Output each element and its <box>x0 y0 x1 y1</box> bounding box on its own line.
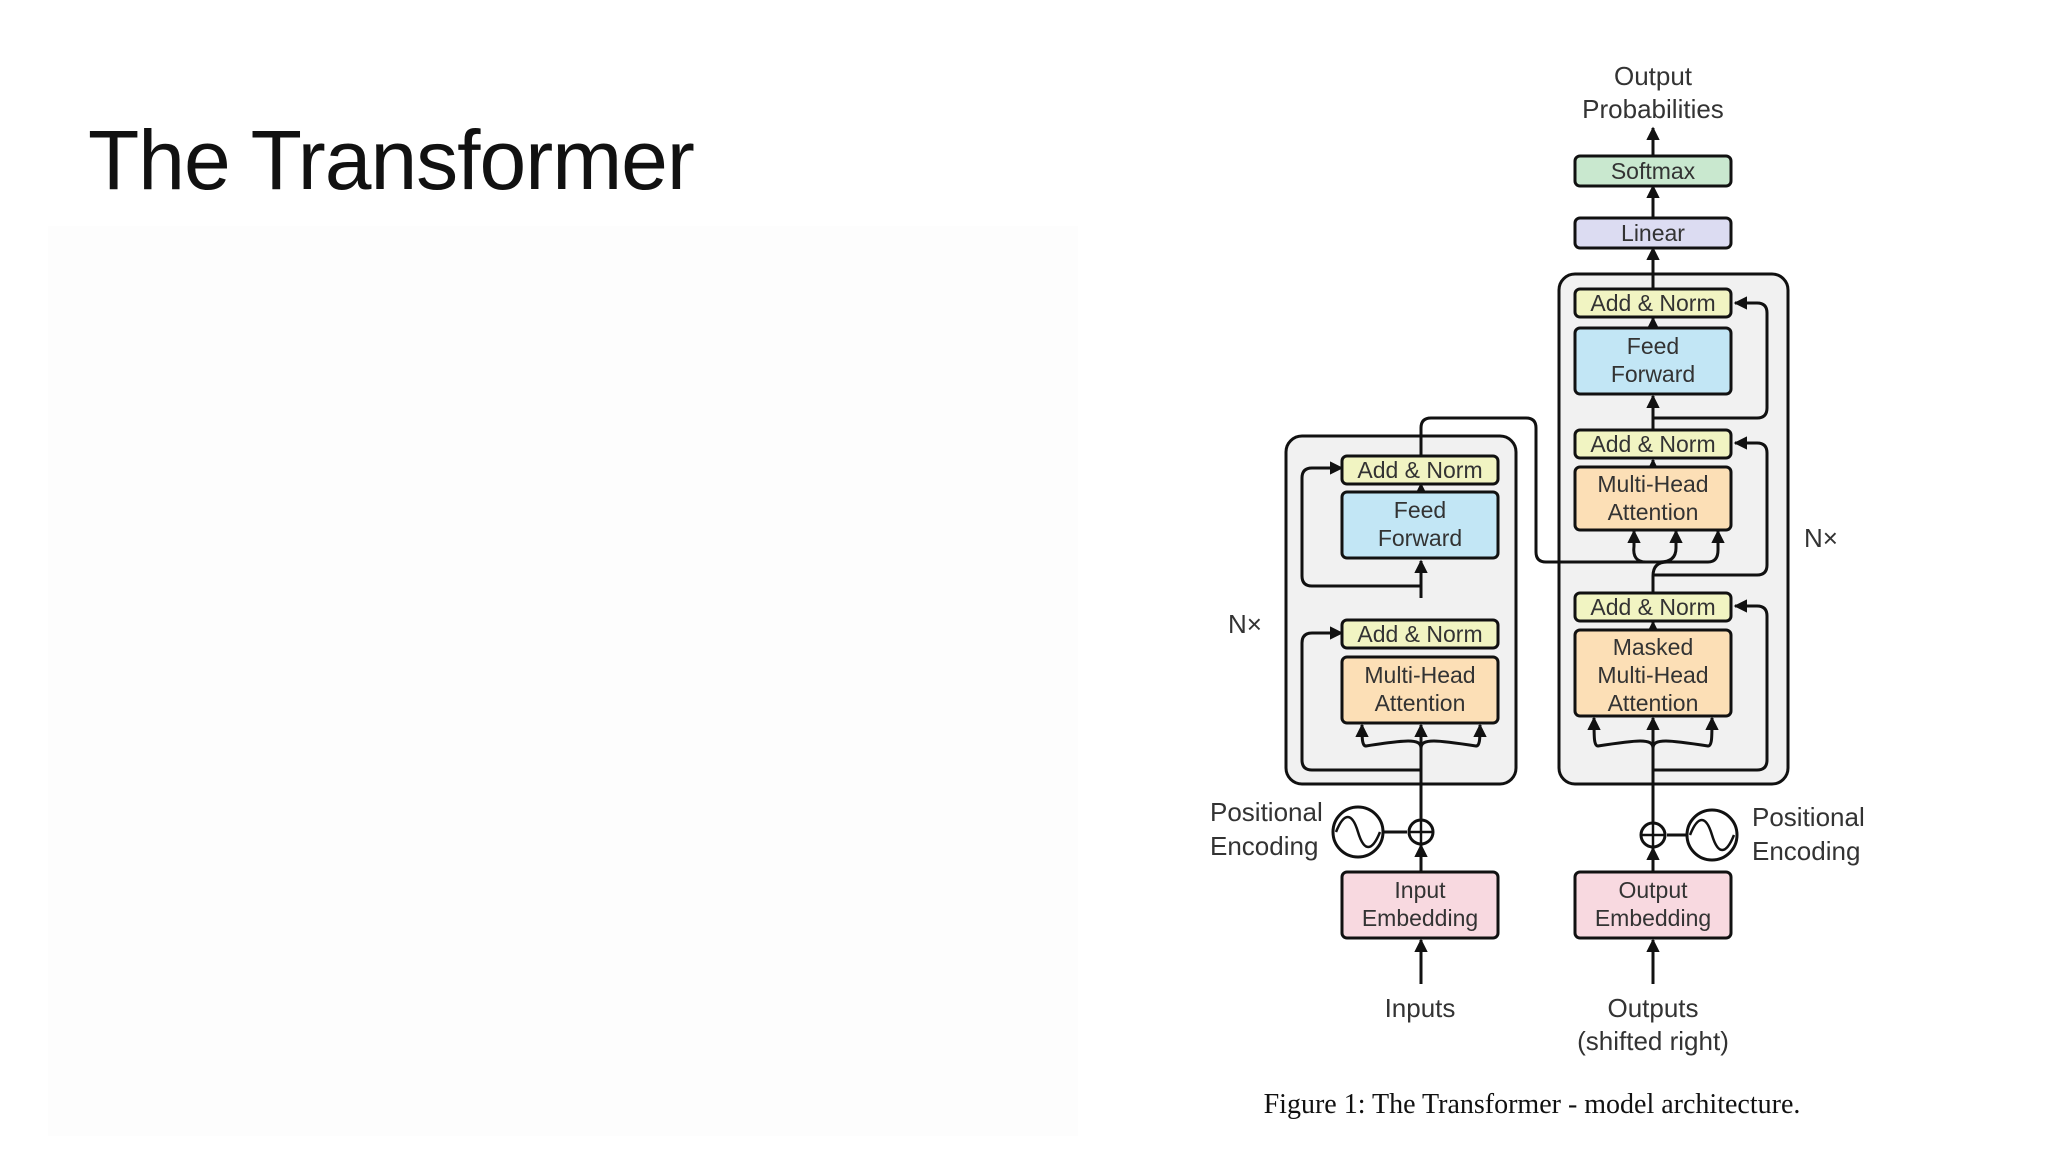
decoder-cross-attention: Multi-Head Attention <box>1573 465 1733 532</box>
svg-text:Multi-Head: Multi-Head <box>1597 662 1708 688</box>
encoder-add-norm-top: Add & Norm <box>1340 454 1500 486</box>
decoder-add-node <box>1639 821 1667 849</box>
decoder-feed-forward: Feed Forward <box>1573 326 1733 396</box>
output-probabilities-label: Probabilities <box>1582 94 1724 124</box>
encoder-add-norm-bottom: Add & Norm <box>1340 618 1500 650</box>
encoder-feed-forward: Feed Forward <box>1340 490 1500 560</box>
content-panel <box>48 226 1078 1136</box>
positional-encoding-right-label: Encoding <box>1752 836 1860 866</box>
decoder-repeat-label: N× <box>1804 523 1838 553</box>
svg-text:Attention: Attention <box>1608 690 1699 716</box>
slide-title: The Transformer <box>88 113 695 207</box>
svg-text:Add & Norm: Add & Norm <box>1590 431 1715 457</box>
svg-text:Attention: Attention <box>1608 499 1699 525</box>
decoder-add-norm-bottom: Add & Norm <box>1573 591 1733 623</box>
svg-text:Feed: Feed <box>1627 333 1679 359</box>
svg-text:Multi-Head: Multi-Head <box>1364 662 1475 688</box>
output-embedding: Output Embedding <box>1573 870 1733 940</box>
output-probabilities-label: Output <box>1614 61 1693 91</box>
svg-text:Attention: Attention <box>1375 690 1466 716</box>
svg-text:Input: Input <box>1394 877 1446 903</box>
decoder-masked-attention: Masked Multi-Head Attention <box>1573 628 1733 718</box>
input-embedding: Input Embedding <box>1340 870 1500 940</box>
figure-caption: Figure 1: The Transformer - model archit… <box>1264 1089 1801 1120</box>
svg-text:Feed: Feed <box>1394 497 1446 523</box>
svg-text:Embedding: Embedding <box>1362 905 1478 931</box>
decoder-add-norm-top: Add & Norm <box>1573 287 1733 319</box>
outputs-label: Outputs <box>1607 993 1698 1023</box>
encoder-repeat-label: N× <box>1228 609 1262 639</box>
svg-text:Add & Norm: Add & Norm <box>1357 457 1482 483</box>
linear-block: Linear <box>1573 216 1733 250</box>
svg-text:Multi-Head: Multi-Head <box>1597 471 1708 497</box>
positional-encoding-right-label: Positional <box>1752 802 1865 832</box>
sine-wave-icon <box>1685 808 1739 862</box>
svg-text:Output: Output <box>1618 877 1688 903</box>
encoder-multi-head-attention: Multi-Head Attention <box>1340 655 1500 725</box>
svg-text:Add & Norm: Add & Norm <box>1357 621 1482 647</box>
positional-encoding-left-label: Encoding <box>1210 831 1318 861</box>
positional-encoding-left-label: Positional <box>1210 797 1323 827</box>
svg-text:Add & Norm: Add & Norm <box>1590 290 1715 316</box>
svg-text:Forward: Forward <box>1378 525 1462 551</box>
svg-text:Add & Norm: Add & Norm <box>1590 594 1715 620</box>
svg-text:Softmax: Softmax <box>1611 158 1696 184</box>
encoder-stack <box>1284 434 1518 786</box>
softmax-block: Softmax <box>1573 154 1733 188</box>
svg-text:Embedding: Embedding <box>1595 905 1711 931</box>
svg-text:Masked: Masked <box>1613 634 1694 660</box>
inputs-label: Inputs <box>1385 993 1456 1023</box>
svg-text:Forward: Forward <box>1611 361 1695 387</box>
decoder-add-norm-mid: Add & Norm <box>1573 428 1733 460</box>
sine-wave-icon <box>1331 805 1385 859</box>
svg-text:Linear: Linear <box>1621 220 1685 246</box>
encoder-add-node <box>1407 818 1435 846</box>
outputs-label: (shifted right) <box>1577 1026 1729 1056</box>
